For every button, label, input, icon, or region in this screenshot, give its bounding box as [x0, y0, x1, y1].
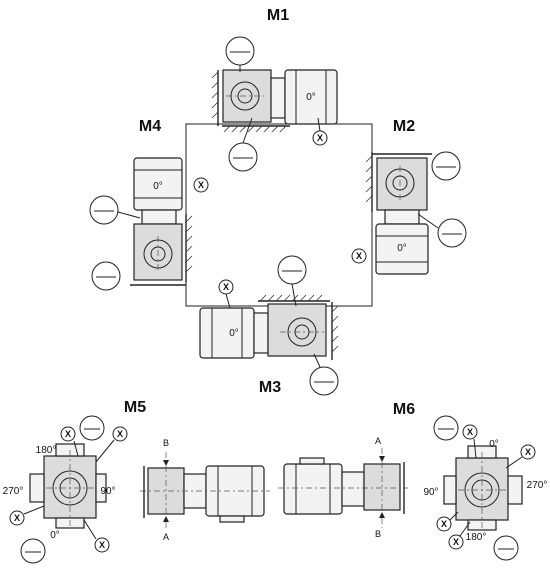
- svg-text:X: X: [356, 251, 362, 261]
- m6-drain-symbol: [493, 535, 519, 561]
- m3-gearmotor: 0° X: [199, 255, 339, 396]
- reference-frame: [185, 123, 373, 307]
- m5-side-b: B: [163, 438, 169, 448]
- m6-side-a: A: [375, 436, 381, 446]
- m4-breather-symbol: [89, 195, 119, 225]
- m6-angle-270: 270°: [527, 480, 548, 491]
- m5-angle-270: 270°: [3, 486, 24, 497]
- m6-x-marker-4: [448, 534, 464, 550]
- m6-x-marker-1: [462, 424, 478, 440]
- m6-breather-symbol: [433, 415, 459, 441]
- svg-text:X: X: [441, 519, 447, 529]
- m5-x-marker-1: [60, 426, 76, 442]
- svg-text:X: X: [117, 429, 123, 439]
- svg-text:X: X: [467, 427, 473, 437]
- m5-x-marker-2: [112, 426, 128, 442]
- m3-drain-symbol: [309, 366, 339, 396]
- svg-text:X: X: [525, 447, 531, 457]
- m5-front-view: 180° 270° 90° 0° X X X X: [3, 415, 128, 564]
- m5-breather-symbol: [79, 415, 105, 441]
- m5-side-a: A: [163, 532, 169, 542]
- m2-gearmotor: 0° X: [351, 151, 467, 275]
- label-m4: M4: [139, 118, 161, 135]
- m5-x-marker-4: [94, 537, 110, 553]
- label-m6: M6: [393, 401, 415, 418]
- svg-text:X: X: [223, 282, 229, 292]
- svg-text:X: X: [65, 429, 71, 439]
- m6-x-marker-2: [520, 444, 536, 460]
- m2-x-marker: [351, 248, 367, 264]
- svg-text:X: X: [14, 513, 20, 523]
- m6-side-view: A B: [278, 436, 408, 539]
- m6-angle-0: 0°: [489, 439, 499, 450]
- m5-angle-90: 90°: [100, 486, 115, 497]
- m6-angle-180: 180°: [466, 532, 487, 543]
- label-m1: M1: [267, 7, 289, 24]
- m4-x-marker: [193, 177, 209, 193]
- m6-angle-90: 90°: [423, 487, 438, 498]
- svg-text:X: X: [198, 180, 204, 190]
- m2-drain-symbol: [437, 218, 467, 248]
- m6-front-view: 0° 90° 270° 180° X X X X: [423, 415, 548, 561]
- svg-text:X: X: [99, 540, 105, 550]
- m1-angle: 0°: [306, 92, 316, 103]
- m1-breather-symbol: [225, 36, 255, 66]
- label-m2: M2: [393, 118, 415, 135]
- m3-angle: 0°: [229, 328, 239, 339]
- m6-side-b: B: [375, 529, 381, 539]
- m4-gearmotor: 0° X: [89, 157, 209, 291]
- svg-text:X: X: [317, 133, 323, 143]
- m2-angle: 0°: [397, 243, 407, 254]
- label-m3: M3: [259, 379, 281, 396]
- m5-side-view: B A: [140, 438, 270, 542]
- m5-angle-0: 0°: [50, 530, 60, 541]
- m5-angle-180: 180°: [36, 445, 57, 456]
- m6-x-marker-3: [436, 516, 452, 532]
- m4-angle: 0°: [153, 181, 163, 192]
- m3-breather-symbol: [277, 255, 307, 285]
- m5-x-marker-3: [9, 510, 25, 526]
- label-m5: M5: [124, 399, 146, 416]
- m4-drain-symbol: [91, 261, 121, 291]
- m5-drain-symbol: [20, 538, 46, 564]
- m1-drain-symbol: [228, 142, 258, 172]
- m2-breather-symbol: [431, 151, 461, 181]
- m1-gearmotor: 0° X: [211, 36, 338, 172]
- svg-text:X: X: [453, 537, 459, 547]
